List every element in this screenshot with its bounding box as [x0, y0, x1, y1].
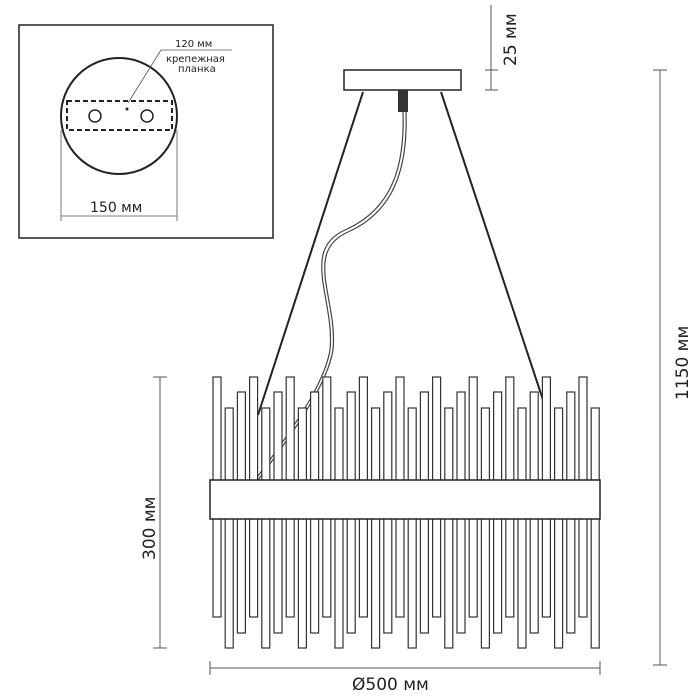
leader-line	[127, 49, 232, 104]
mounting-plate	[66, 100, 173, 131]
ceiling-canopy	[343, 69, 462, 91]
crystal-rod	[553, 407, 564, 649]
mounting-inset: 120 мм крепежная планка 150 мм	[18, 24, 274, 239]
plate-center-dot	[125, 107, 129, 111]
crystal-rod	[297, 407, 307, 649]
diameter-label: Ø500 мм	[352, 675, 429, 695]
canopy-circle	[60, 57, 178, 175]
crystal-rod	[480, 407, 490, 649]
power-cord	[254, 111, 404, 481]
rods-height-label: 300 мм	[140, 496, 160, 560]
crystal-rod	[224, 407, 234, 649]
plate-size-label: 120 мм	[175, 39, 212, 50]
crystal-rod	[590, 407, 600, 649]
screw-hole-left	[88, 109, 102, 123]
crystal-rod	[407, 407, 417, 649]
canopy-diameter-label: 150 мм	[90, 200, 142, 216]
crystal-rod	[261, 407, 271, 649]
dimension-lines	[153, 5, 667, 675]
inset-frame	[18, 24, 274, 239]
central-ring	[209, 479, 601, 520]
crystal-rod	[334, 407, 344, 649]
crystal-rod	[517, 407, 527, 649]
crystal-rod	[371, 407, 381, 649]
plate-caption-1: крепежная	[166, 54, 225, 65]
screw-hole-right	[140, 109, 154, 123]
cable-gland	[398, 90, 408, 112]
suspension-cable-right	[440, 91, 549, 416]
total-height-label: 1150 мм	[673, 326, 693, 400]
plate-caption-2: планка	[178, 64, 216, 75]
canopy-height-label: 25 мм	[501, 13, 521, 66]
suspension-cable-left	[257, 91, 364, 416]
crystal-rod	[444, 407, 454, 649]
